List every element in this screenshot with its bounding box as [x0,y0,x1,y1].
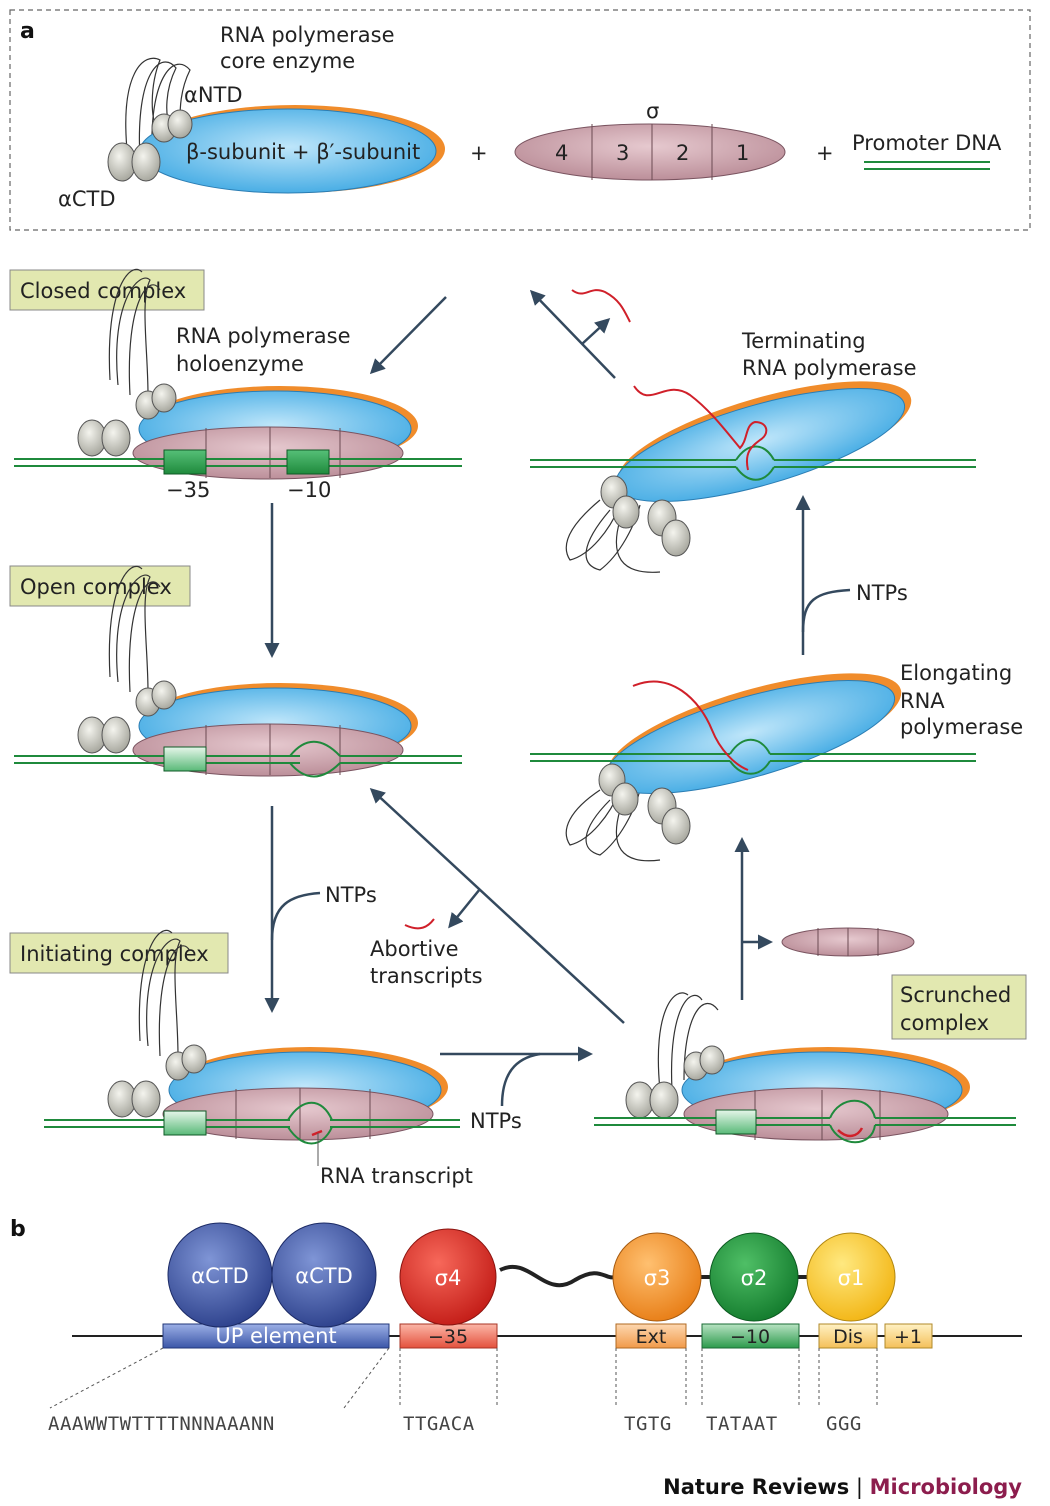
actd-label: αCTD [58,187,116,211]
beta-subunit-label: β-subunit + β′-subunit [186,140,420,164]
plus-1: + [470,141,488,165]
minus10-box-label: −10 [730,1326,770,1348]
up-element-label: UP element [215,1324,336,1348]
scrunched-complex-box [891,974,1027,1040]
sigma4-label: σ4 [435,1266,462,1290]
sigma3-label: σ3 [644,1266,671,1290]
panel-b-label: b [10,1217,26,1242]
seq-minus35: TTGACA [403,1413,475,1435]
minus10-label: −10 [287,478,331,502]
ntps-label-3: NTPs [856,581,908,605]
journal-credit: Nature Reviews | Microbiology [663,1475,1022,1500]
scrunched-label-1: Scrunched [900,983,1011,1007]
holoenzyme-label-1: RNA polymerase [176,324,351,348]
seq-up-element: AAAWWTWTTTTNNNAAANN [48,1413,275,1435]
core-enzyme-label-1: RNA polymerase [220,23,395,47]
ext-box [615,1323,687,1349]
scrunched-label-2: complex [900,1011,989,1035]
ntps-label-2: NTPs [470,1109,522,1133]
holoenzyme-label-2: holoenzyme [176,352,304,376]
sigma2-label: σ2 [741,1266,768,1290]
sigma-factor [514,123,786,181]
sigma-region-1: 1 [736,141,749,165]
sigma-region-3: 3 [616,141,629,165]
abortive-label-2: transcripts [370,964,483,988]
terminating-rnap [530,381,976,573]
seq-dis: GGG [826,1413,862,1435]
sigma1-circle [806,1232,896,1322]
sigma-region-4: 4 [555,141,568,165]
sigma1-label: σ1 [838,1266,865,1290]
terminating-label-2: RNA polymerase [742,356,917,380]
elongating-rnap [530,673,976,862]
antd-label: αNTD [184,83,243,107]
sigma4-circle [399,1228,497,1326]
initiating-complex-box [9,932,229,974]
elongating-label-2: RNA [900,689,945,713]
credit-sep: | [849,1475,869,1500]
sigma-linker [499,1265,616,1288]
sigma-region-2: 2 [676,141,689,165]
core-enzyme [107,57,445,194]
plus1-box [884,1323,933,1349]
sigma2-circle [709,1232,799,1322]
seq-minus10: TATAAT [706,1413,778,1435]
dis-label: Dis [833,1326,863,1348]
dis-box [818,1323,878,1349]
minus35-label: −35 [166,478,210,502]
initiating-complex-label: Initiating complex [20,942,209,966]
seq-ext: TGTG [624,1413,672,1435]
credit-journal: Nature Reviews [663,1475,849,1499]
ext-label: Ext [636,1326,667,1348]
plus-2: + [816,141,834,165]
abortive-label-1: Abortive [370,937,459,961]
closed-complex-label: Closed complex [20,279,186,303]
promoter-dna-label: Promoter DNA [852,131,1002,155]
credit-section: Microbiology [870,1475,1023,1499]
elongating-label-1: Elongating [900,661,1012,685]
plus1-label: +1 [894,1326,922,1348]
closed-complex-box [9,269,205,311]
actd-circle-2 [271,1222,377,1328]
elongating-label-3: polymerase [900,715,1023,739]
minus10-box [701,1323,800,1349]
sequence-guides [49,1347,878,1409]
sigma-label: σ [646,99,659,123]
up-element-box [162,1323,390,1349]
initiating-complex [44,929,460,1145]
rna-transcript-label: RNA transcript [320,1164,473,1188]
scrunched-complex [594,992,1016,1144]
ntps-label-1: NTPs [325,883,377,907]
minus35-box-label: −35 [428,1326,468,1348]
actd-circle-label-2: αCTD [295,1264,353,1288]
actd-circle-label-1: αCTD [191,1264,249,1288]
sigma3-circle [612,1232,702,1322]
closed-complex [14,268,462,480]
open-complex [14,565,462,778]
terminating-label-1: Terminating [741,329,866,353]
core-enzyme-label-2: core enzyme [220,49,355,73]
panel-a-label: a [20,19,35,44]
released-sigma [781,927,915,957]
panel-a-frame [9,9,1031,231]
minus35-box [399,1323,498,1349]
